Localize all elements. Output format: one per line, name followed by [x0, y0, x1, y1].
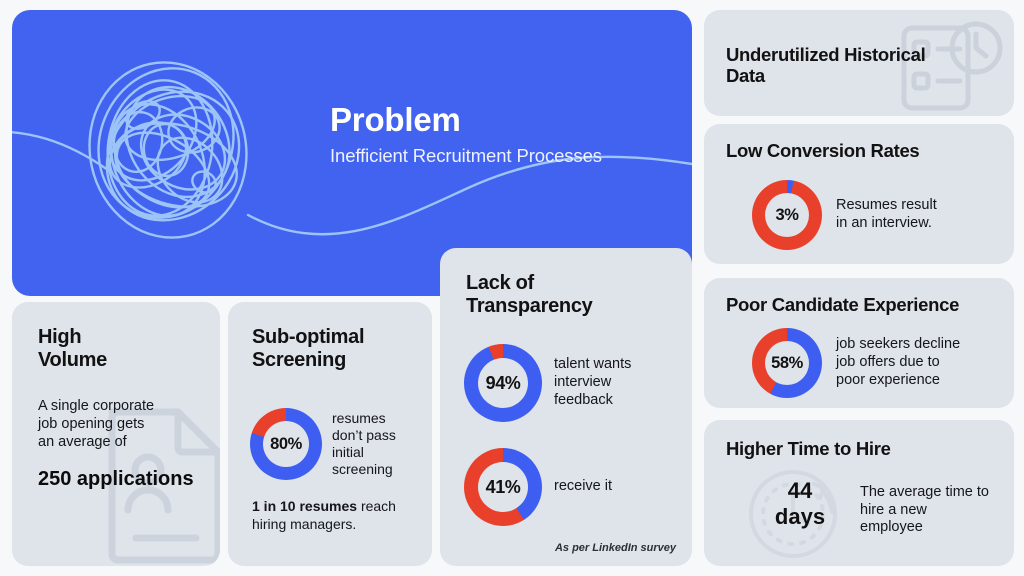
- card-poor-candidate-experience: Poor Candidate Experience 58% job seeker…: [704, 278, 1014, 408]
- card-title-time-to-hire: Higher Time to Hire: [726, 438, 891, 459]
- high-volume-highlight: 250 applications: [38, 468, 194, 490]
- hero-text-block: Problem Inefficient Recruitment Processe…: [330, 101, 602, 168]
- card-title-lack-transparency: Lack of Transparency: [466, 272, 593, 317]
- donut-value-58: 58%: [771, 353, 803, 372]
- donut-label-80: resumes don’t pass initial screening: [332, 409, 396, 478]
- card-title-sub-optimal: Sub-optimal Screening: [252, 326, 365, 371]
- transparency-source-note: As per LinkedIn survey: [554, 542, 676, 554]
- sub-optimal-footnote: 1 in 10 resumes reach hiring managers.: [252, 498, 418, 533]
- donut-value-3: 3%: [775, 205, 799, 224]
- donut-value-41: 41%: [485, 476, 521, 497]
- high-volume-body: A single corporate job opening gets an a…: [38, 398, 155, 450]
- donut-label-94: talent wants interview feedback: [554, 356, 632, 408]
- sub-optimal-footnote-bold: 1 in 10 resumes: [252, 498, 358, 514]
- card-lack-of-transparency: Lack of Transparency 94% talent wants in…: [440, 248, 692, 566]
- card-underutilized-historical-data: Underutilized Historical Data: [704, 10, 1014, 116]
- card-high-volume: High Volume A single corporate job openi…: [12, 302, 220, 566]
- hero-subtitle: Inefficient Recruitment Processes: [330, 145, 602, 167]
- donut-label-58: job seekers decline job offers due to po…: [836, 336, 961, 388]
- donut-label-3: Resumes result in an interview.: [836, 197, 937, 231]
- time-to-hire-number: 44: [787, 478, 813, 503]
- donut-chart-80: 80%: [250, 408, 322, 480]
- card-low-conversion-rates: Low Conversion Rates 3% Resumes result i…: [704, 124, 1014, 264]
- card-title-underutilized: Underutilized Historical Data: [726, 44, 926, 87]
- sub-optimal-stat-row: 80% resumes don’t pass initial screening: [250, 408, 420, 480]
- transparency-stat-row-94: 94% talent wants interview feedback: [464, 344, 676, 422]
- hero-title: Problem: [330, 101, 461, 138]
- donut-chart-3: 3%: [752, 180, 822, 250]
- poor-experience-stat-row: 58% job seekers decline job offers due t…: [752, 328, 1008, 398]
- donut-value-94: 94%: [485, 372, 521, 393]
- donut-value-80: 80%: [270, 434, 302, 453]
- donut-label-41: receive it: [554, 478, 613, 495]
- card-title-low-conversion: Low Conversion Rates: [726, 140, 920, 161]
- time-to-hire-body: The average time to hire a new employee: [860, 484, 989, 536]
- time-to-hire-unit: days: [774, 503, 826, 529]
- card-title-poor-experience: Poor Candidate Experience: [726, 294, 960, 315]
- transparency-stat-row-41: 41% receive it: [464, 448, 676, 526]
- card-sub-optimal-screening: Sub-optimal Screening 80% resumes don’t …: [228, 302, 432, 566]
- time-to-hire-metric: 44 days: [754, 478, 846, 529]
- donut-chart-94: 94%: [464, 344, 542, 422]
- low-conversion-stat-row: 3% Resumes result in an interview.: [752, 180, 1002, 250]
- sub-optimal-footnote-rest: reach hiring managers.: [252, 498, 396, 532]
- donut-chart-41: 41%: [464, 448, 542, 526]
- donut-chart-58: 58%: [752, 328, 822, 398]
- card-title-high-volume: High Volume: [38, 326, 107, 371]
- card-higher-time-to-hire: Higher Time to Hire 44 days The average …: [704, 420, 1014, 566]
